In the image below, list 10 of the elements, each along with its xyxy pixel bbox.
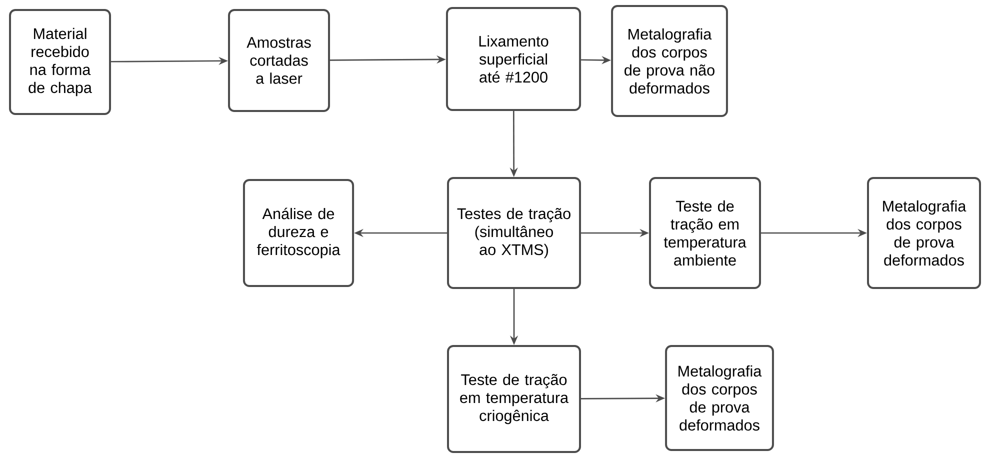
process-box: Teste de tração em temperatura criogênica xyxy=(447,345,581,453)
process-box: Testes de tração (simultâneo ao XTMS) xyxy=(447,177,581,289)
process-box: Metalografia dos corpos de prova deformados xyxy=(665,345,774,451)
process-box: Lixamento superficial até #1200 xyxy=(446,7,582,111)
process-box: Teste de tração em temperatura ambiente xyxy=(649,177,761,289)
process-box: Amostras cortadas a laser xyxy=(228,8,330,112)
process-box: Material recebido na forma de chapa xyxy=(9,9,111,115)
process-box: Metalografia dos corpos de prova não deformados xyxy=(611,5,728,117)
process-box: Metalografia dos corpos de prova deformados xyxy=(867,177,981,289)
process-box: Análise de dureza e ferritoscopia xyxy=(242,179,354,287)
